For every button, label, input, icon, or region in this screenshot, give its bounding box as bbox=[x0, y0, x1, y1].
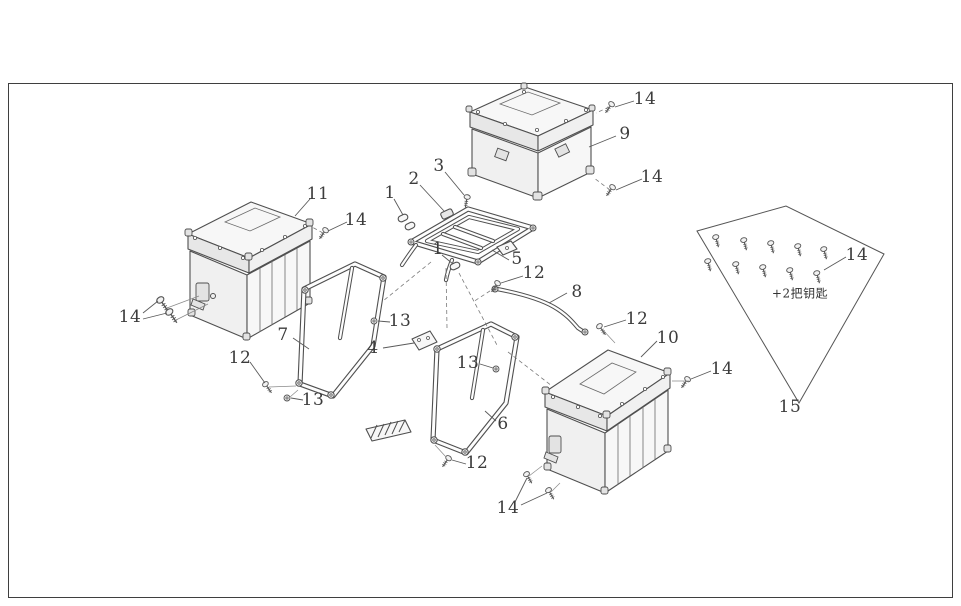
nut-icon bbox=[492, 365, 500, 373]
small-parts-art bbox=[397, 208, 461, 351]
sticker-art bbox=[365, 419, 412, 442]
screw-icon bbox=[711, 233, 723, 249]
screw-icon bbox=[766, 239, 778, 255]
right-pannier-art bbox=[541, 349, 672, 495]
screw-icon bbox=[316, 225, 330, 242]
screw-icon bbox=[793, 242, 805, 258]
bolt-icon bbox=[261, 379, 275, 396]
bolt-icon bbox=[163, 306, 181, 326]
screw-icon bbox=[703, 257, 715, 273]
axis-lines bbox=[166, 295, 689, 493]
luggage-rack-art bbox=[399, 206, 537, 283]
bolt-icon bbox=[595, 321, 609, 338]
top-case-art bbox=[465, 82, 596, 201]
nut-icon bbox=[370, 317, 378, 325]
leader-lines bbox=[142, 100, 847, 506]
screw-icon bbox=[461, 193, 472, 209]
hardware-kit-panel-art bbox=[696, 205, 885, 404]
screw-icon bbox=[739, 236, 751, 252]
screw-icon bbox=[731, 260, 743, 276]
support-bar-art bbox=[491, 285, 589, 336]
screw-icon bbox=[819, 245, 831, 261]
left-side-frame-art bbox=[295, 261, 387, 399]
screw-icon bbox=[678, 374, 692, 391]
nut-icon bbox=[283, 394, 291, 402]
bolt-icon bbox=[439, 453, 453, 470]
screw-icon bbox=[758, 263, 770, 279]
alignment-dashes bbox=[311, 106, 611, 387]
right-side-frame-art bbox=[430, 321, 520, 456]
screw-icon bbox=[602, 99, 616, 116]
screw-icon bbox=[785, 266, 797, 282]
border-frame bbox=[8, 83, 953, 598]
screw-icon bbox=[812, 269, 824, 285]
left-pannier-art bbox=[184, 201, 314, 341]
screw-icon bbox=[603, 182, 617, 199]
